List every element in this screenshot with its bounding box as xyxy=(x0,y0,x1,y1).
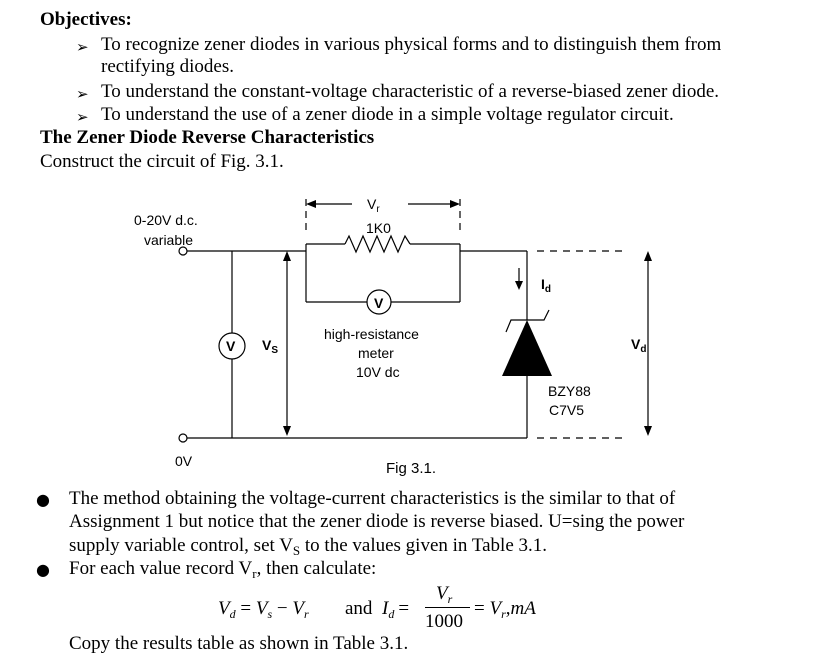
figure-caption: Fig 3.1. xyxy=(386,460,436,477)
diode-label-line2: C7V5 xyxy=(549,402,584,418)
supply-label-line2: variable xyxy=(144,232,193,248)
objective-1-line2: rectifying diodes. xyxy=(101,56,234,77)
objective-1-line1: To recognize zener diodes in various phy… xyxy=(101,34,722,55)
meter-label-line3: 10V dc xyxy=(356,364,400,380)
id-label: Id xyxy=(541,276,551,295)
arrow-bullet-icon: ➢ xyxy=(76,85,89,103)
supply-terminal-bottom xyxy=(178,433,188,443)
bullet-1-line2: Assignment 1 but notice that the zener d… xyxy=(69,511,685,532)
meter-label-line2: meter xyxy=(358,345,394,361)
section-heading: The Zener Diode Reverse Characteristics xyxy=(40,127,375,148)
diode-label-line1: BZY88 xyxy=(548,383,591,399)
bullet-1-line3: supply variable control, set VS to the v… xyxy=(69,535,548,558)
ground-label: 0V xyxy=(175,453,193,469)
resistor xyxy=(344,234,411,254)
bullet-dot-icon: ● xyxy=(36,490,50,509)
arrow-bullet-icon: ➢ xyxy=(76,108,89,126)
voltmeter-symbol: V xyxy=(226,338,236,354)
equation-and: and xyxy=(345,598,373,619)
voltmeter-symbol: V xyxy=(374,295,384,311)
equation-rhs: = Vr,mA xyxy=(474,598,536,621)
bullet-1-line1: The method obtaining the voltage-current… xyxy=(69,488,676,509)
fraction-bar xyxy=(425,607,470,608)
bullet-dot-icon: ● xyxy=(36,560,50,579)
equation-vd: Vd = Vs − Vr xyxy=(218,598,309,621)
section-intro: Construct the circuit of Fig. 3.1. xyxy=(40,151,284,172)
supply-terminal-top xyxy=(178,246,188,256)
objective-2: To understand the constant-voltage chara… xyxy=(101,81,720,102)
zener-cathode-bar xyxy=(505,309,550,333)
zener-diode-icon xyxy=(502,320,552,376)
vr-dimension-label: Vr xyxy=(367,196,380,215)
vs-label: VS xyxy=(262,337,278,356)
objectives-heading: Objectives: xyxy=(40,9,132,30)
meter-label-line1: high-resistance xyxy=(324,326,419,342)
equation-numerator: Vr xyxy=(436,583,453,606)
resistor-label: 1K0 xyxy=(366,220,391,236)
equation-denominator: 1000 xyxy=(425,611,463,632)
equation-id: Id= xyxy=(382,598,410,621)
arrow-bullet-icon: ➢ xyxy=(76,38,89,56)
supply-label-line1: 0-20V d.c. xyxy=(134,212,198,228)
objective-3: To understand the use of a zener diode i… xyxy=(101,104,674,125)
vd-label: Vd xyxy=(631,336,646,355)
bullet-2: For each value record Vr, then calculate… xyxy=(69,558,377,581)
closing-text: Copy the results table as shown in Table… xyxy=(69,633,409,654)
